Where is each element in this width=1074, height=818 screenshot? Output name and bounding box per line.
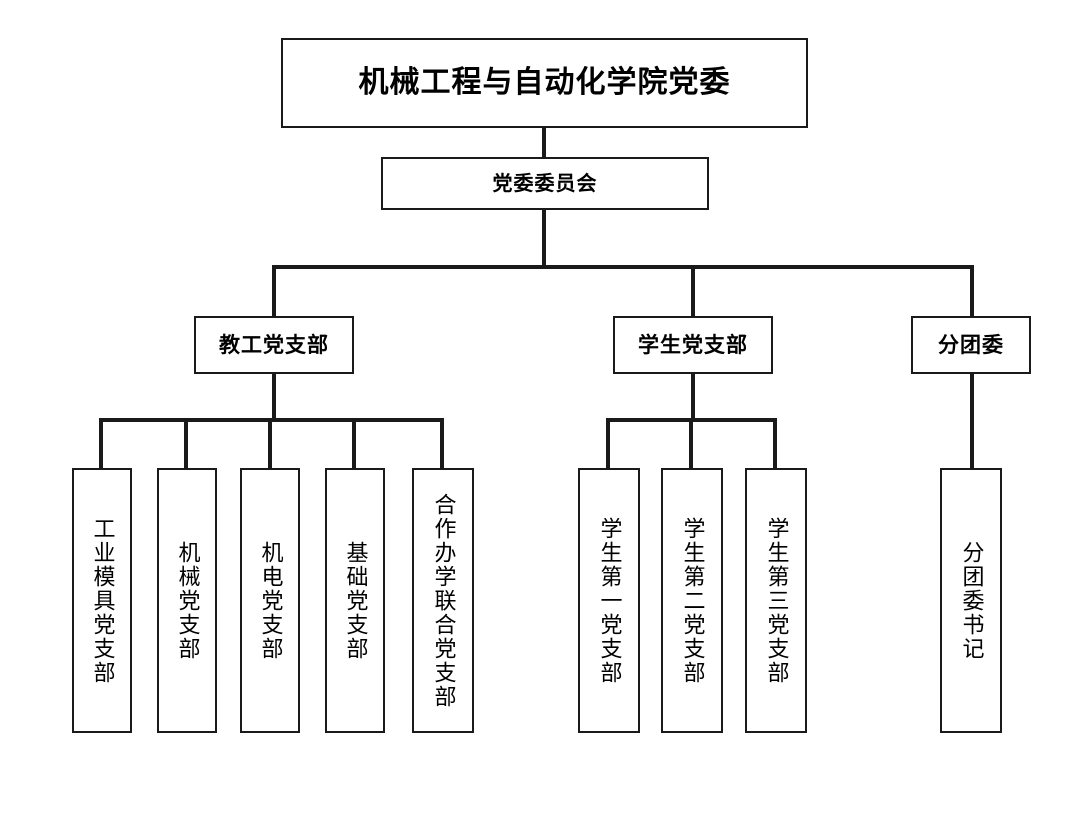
- connector-drop-student-2: [689, 418, 693, 470]
- leaf-student-branch-3[interactable]: 学生第三党支部: [745, 468, 807, 733]
- connector-level3-bus: [272, 265, 974, 269]
- node-label: 学生第二党支部: [679, 516, 705, 685]
- node-staff-party-branch[interactable]: 教工党支部: [194, 316, 354, 374]
- connector-youth-league-stem: [970, 372, 974, 470]
- leaf-youth-league-secretary[interactable]: 分团委书记: [940, 468, 1002, 733]
- leaf-mechatronics-branch[interactable]: 机电党支部: [240, 468, 300, 733]
- node-college-party-committee[interactable]: 机械工程与自动化学院党委: [281, 38, 808, 128]
- node-label: 分团委: [938, 332, 1004, 357]
- connector-student-stem: [691, 372, 695, 420]
- node-label: 党委委员会: [492, 171, 598, 195]
- connector-drop-staff: [272, 265, 276, 318]
- node-youth-league-committee[interactable]: 分团委: [911, 316, 1031, 374]
- connector-committee-stem: [542, 208, 546, 267]
- connector-root-to-committee: [542, 126, 546, 158]
- connector-drop-staff-4: [352, 418, 356, 470]
- node-party-committee-board[interactable]: 党委委员会: [381, 157, 709, 210]
- node-label: 学生党支部: [638, 332, 748, 357]
- node-label: 机电党支部: [257, 540, 283, 661]
- node-label: 机械党支部: [174, 540, 200, 661]
- leaf-industrial-mold-branch[interactable]: 工业模具党支部: [72, 468, 132, 733]
- node-label: 机械工程与自动化学院党委: [358, 65, 731, 101]
- node-label: 学生第一党支部: [596, 516, 622, 685]
- connector-drop-youth-league: [970, 265, 974, 318]
- node-label: 学生第三党支部: [763, 516, 789, 685]
- node-label: 教工党支部: [219, 332, 329, 357]
- connector-drop-staff-5: [440, 418, 444, 470]
- node-label: 工业模具党支部: [89, 516, 115, 685]
- leaf-foundation-branch[interactable]: 基础党支部: [325, 468, 385, 733]
- connector-drop-staff-2: [184, 418, 188, 470]
- connector-drop-student: [691, 265, 695, 318]
- connector-drop-staff-1: [99, 418, 103, 470]
- connector-drop-staff-3: [268, 418, 272, 470]
- node-label: 基础党支部: [342, 540, 368, 661]
- connector-drop-student-3: [773, 418, 777, 470]
- leaf-mechanical-branch[interactable]: 机械党支部: [157, 468, 217, 733]
- node-label: 合作办学联合党支部: [430, 492, 456, 709]
- node-student-party-branch[interactable]: 学生党支部: [613, 316, 773, 374]
- leaf-student-branch-1[interactable]: 学生第一党支部: [578, 468, 640, 733]
- leaf-student-branch-2[interactable]: 学生第二党支部: [661, 468, 723, 733]
- leaf-joint-program-branch[interactable]: 合作办学联合党支部: [412, 468, 474, 733]
- connector-drop-student-1: [606, 418, 610, 470]
- node-label: 分团委书记: [958, 540, 984, 661]
- connector-staff-stem: [272, 372, 276, 420]
